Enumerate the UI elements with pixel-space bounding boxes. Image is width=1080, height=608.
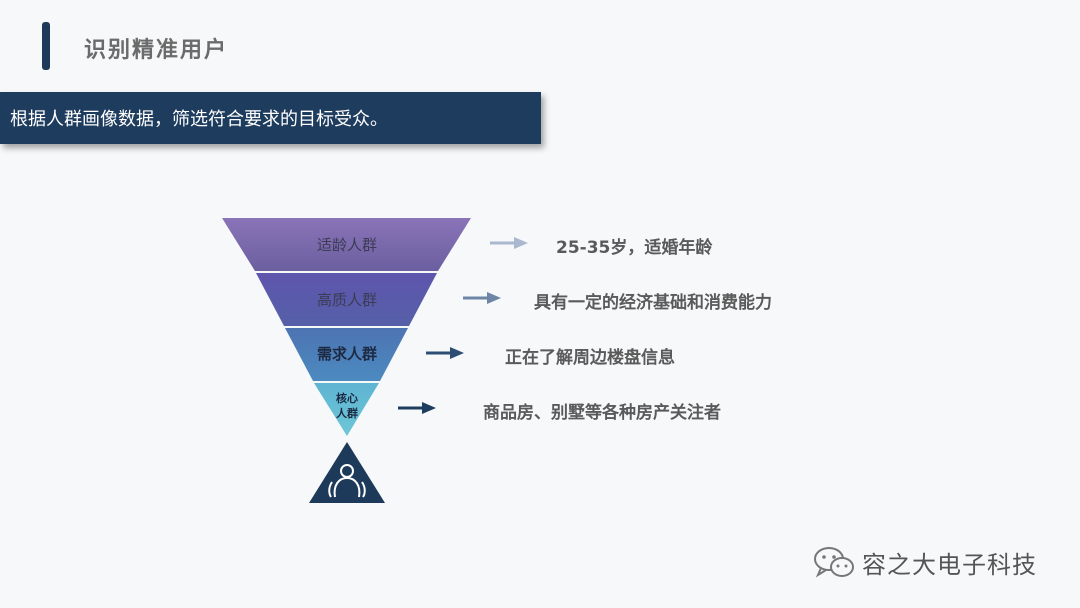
wechat-icon [814,547,854,578]
watermark: 容之大电子科技 [812,544,1037,580]
funnel-base [309,442,385,503]
funnel-level-1 [222,218,471,271]
arrow-4 [398,402,436,414]
funnel-level-2-description: 具有一定的经济基础和消费能力 [534,293,772,313]
funnel-level-1-description: 25-35岁，适婚年龄 [556,238,713,258]
arrow-1 [490,237,528,249]
funnel-level-4-label-line2: 人群 [336,406,358,420]
subtitle-banner: 根据人群画像数据，筛选符合要求的目标受众。 [0,92,541,144]
funnel-level-3-description: 正在了解周边楼盘信息 [505,348,675,368]
funnel-level-2-label: 高质人群 [317,291,377,309]
title-accent-bar [42,22,50,70]
arrow-3 [426,347,464,359]
funnel-level-4 [314,383,379,436]
funnel-level-3-label: 需求人群 [317,345,377,363]
banner-text: 根据人群画像数据，筛选符合要求的目标受众。 [10,109,388,130]
funnel-level-4-description: 商品房、别墅等各种房产关注者 [483,403,721,423]
funnel-level-3 [285,328,408,381]
people-group-icon [328,464,366,498]
page-title: 识别精准用户 [84,38,229,63]
arrow-2 [463,292,501,304]
funnel-level-4-label-line1: 核心 [336,391,358,405]
funnel-level-2 [256,273,437,326]
funnel-level-1-label: 适龄人群 [317,236,377,254]
watermark-text: 容之大电子科技 [862,550,1037,579]
